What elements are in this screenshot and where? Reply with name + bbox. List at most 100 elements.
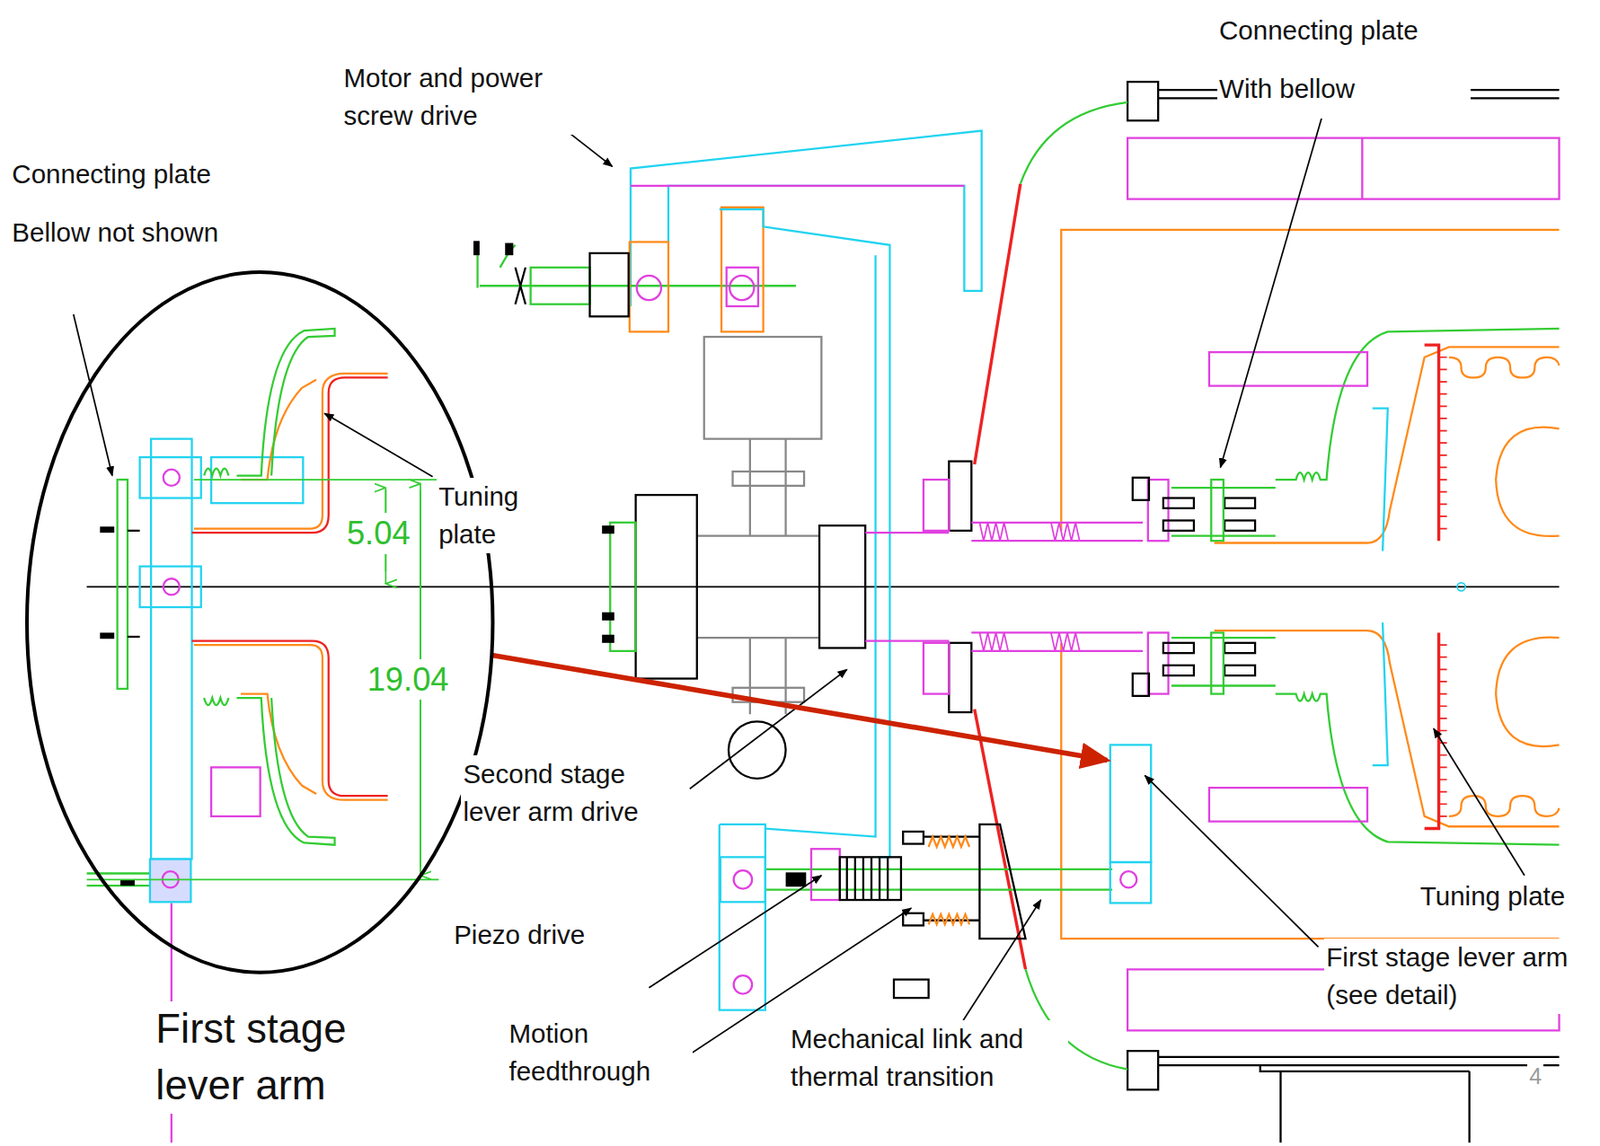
cavity-end [1495,427,1559,537]
motor-drive [473,240,480,256]
cavity-end [1439,357,1448,530]
motor-drive [726,267,759,307]
cavity-end [1424,344,1440,541]
lever-arm-detail [99,526,115,533]
leader-lines [324,413,433,477]
leader-lines [1144,775,1318,947]
lever-arm-detail [194,373,389,530]
piezo-drive [928,837,970,926]
cryostat [1127,81,1159,121]
cavity-end [1224,498,1256,509]
leader-lines [689,669,848,789]
detail-heading: First stage lever arm [152,1001,396,1114]
lever-arm-detail [150,859,191,903]
piezo-drive [902,831,924,845]
vacuum-cross [601,612,615,621]
lever-arm-detail [192,641,389,846]
motor-drive [636,275,662,301]
cavity-end [1163,498,1194,509]
lever-arm-detail [117,479,128,690]
callout-label: Motor and power screw drive [342,59,602,135]
leader-lines [648,875,822,989]
lever-arm-detail [240,380,317,480]
piezo-drive [893,980,929,999]
motor-drive [629,241,669,332]
piezo-drive [902,913,924,927]
vacuum-cross [750,439,787,716]
vacuum-cross [601,336,949,779]
vacuum-cross [601,635,615,644]
cavity-end [1449,357,1560,379]
vacuum-cross [601,525,615,534]
cavity-end [1211,479,1224,541]
cryostat [971,522,1143,652]
callout-label: Connecting plate With bellow [1217,1,1471,119]
cavity-end [1132,328,1560,552]
lever-arm-detail [127,636,141,638]
vacuum-cross [728,721,787,779]
piezo-drive [979,824,1026,939]
piezo-drive [733,975,752,994]
leader-lines [1219,94,1328,469]
motor-drive [590,253,629,317]
cavity-end [1209,352,1368,386]
cavity-end [1132,477,1150,501]
vacuum-cross [697,536,820,639]
piezo-drive [811,848,840,901]
callout-label: Second stage lever arm drive [460,755,684,831]
motor-drive [530,267,591,305]
vacuum-cross [865,639,949,642]
lever-arm-detail [192,377,389,533]
motor-drive [630,131,982,307]
support-frame [765,255,876,837]
callout-label: Piezo drive [451,916,587,955]
support-frame [719,209,891,858]
cryostat [948,461,972,531]
ellipse-outline [25,270,495,975]
cryostat [1127,1051,1159,1090]
cryomodule-drawing [1132,622,1560,846]
piezo-drive [720,857,766,902]
cavity-end [1372,408,1388,552]
piezo-drive [765,869,1113,891]
cavity-end [1163,521,1194,531]
lever-arm-detail [150,439,192,860]
dimension-lines [194,478,440,481]
axis-marker [1457,583,1466,592]
piezo-drive [786,872,807,887]
motor-drive [630,185,964,187]
lever-arm-detail [120,879,135,886]
cryostat [923,643,949,695]
lever-arm-detail [163,469,180,487]
vacuum-cross [733,471,805,487]
vacuum-cross [704,336,823,440]
lever-arm-detail [87,884,151,887]
lever-arm-detail [192,328,389,533]
detail-pointer-arrow [491,654,1107,761]
cavity-end [1224,521,1256,531]
dimension-lines [87,878,440,881]
piezo-drive [720,744,1151,999]
cryostat [974,709,1026,971]
cryostat [1060,229,1559,939]
vacuum-cross [609,522,636,652]
dimension-value: 5.04 [344,512,413,554]
vacuum-cross [865,531,949,534]
piezo-drive [1110,862,1151,903]
detail-ellipse: First stage lever arm [25,270,495,975]
motor-drive [729,275,754,301]
piezo-drive [733,870,752,889]
piezo-drive [847,857,888,901]
beam-axis [87,585,1560,588]
ellipse-outline [26,272,493,973]
cryostat [974,184,1021,465]
lever-arm-detail [140,457,202,498]
callout-label: Tuning plate [436,477,543,554]
callout-label: Mechanical link and thermal transition [788,1020,1069,1097]
lever-arm-detail [127,530,141,532]
lever-arm-detail [237,328,336,477]
motor-drive [721,207,764,333]
lever-arm-detail [99,632,115,639]
lever-arm-detail [163,578,180,595]
